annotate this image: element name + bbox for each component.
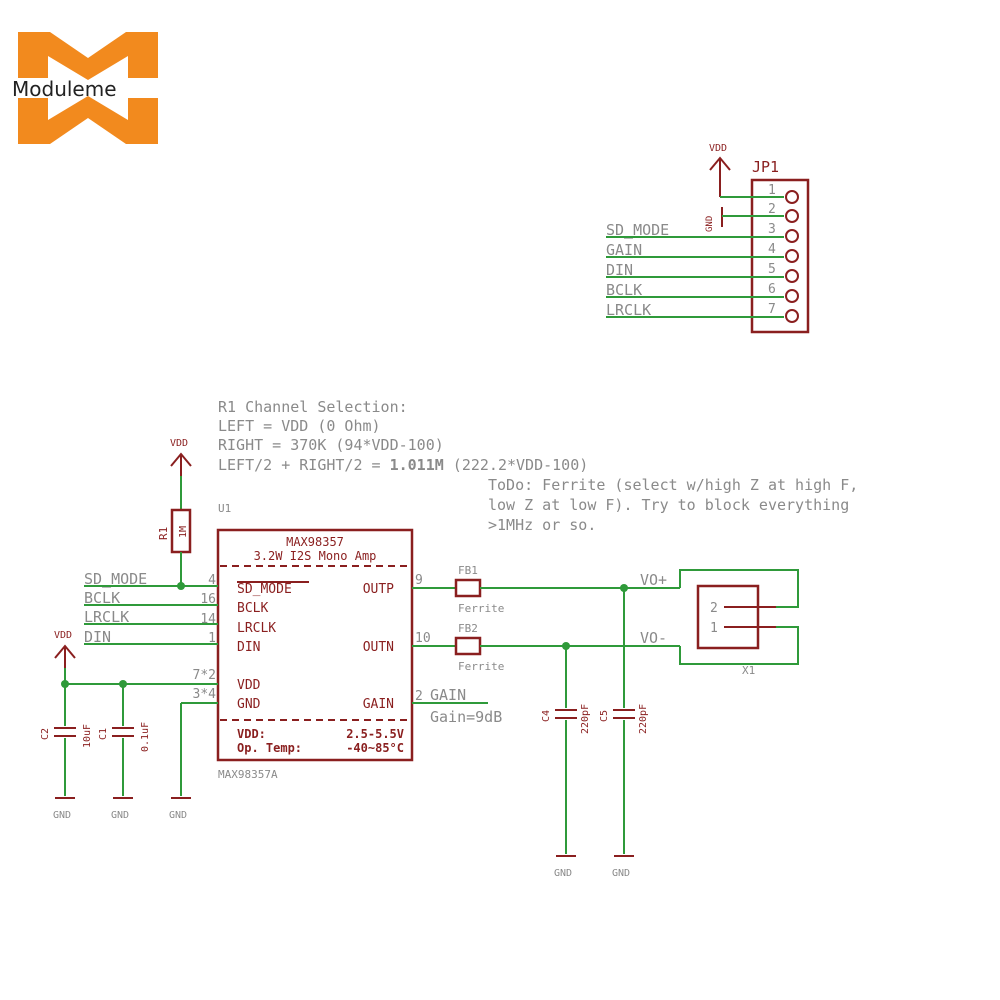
jp1-net-bclk: BCLK (606, 281, 642, 299)
u1-spec-vdd-value: 2.5-5.5V (346, 727, 404, 741)
net-vo-minus: VO- (640, 629, 667, 647)
c2-value: 10uF (82, 724, 93, 748)
vdd-decoupling: VDD C2 10uF GND C1 0.1uF GND GND (40, 630, 218, 821)
fb2-value: Ferrite (458, 660, 504, 673)
vdd-left-label: VDD (54, 630, 72, 641)
jp1-pin-6: 6 (768, 282, 776, 297)
jp1-net-din: DIN (606, 261, 633, 279)
logo-text: Moduleme (12, 77, 117, 101)
jp1-connector: JP1 VDD GND 1 2 3 4 5 6 7 (606, 143, 810, 334)
u1-num-3x4: 3*4 (193, 687, 217, 702)
c1-value: 0.1uF (140, 722, 151, 752)
r1-vdd-label: VDD (170, 438, 188, 449)
x1-pin-1: 1 (710, 621, 718, 636)
u1-pin-outp: OUTP (363, 582, 394, 597)
note-r1-mix: LEFT/2 + RIGHT/2 = 1.011M (222.2*VDD-100… (218, 456, 588, 474)
u1-num-7x2: 7*2 (193, 668, 216, 683)
u1-pin-outn: OUTN (363, 640, 394, 655)
jp1-gnd-label: GND (705, 216, 715, 232)
u1-num-1: 1 (208, 631, 216, 646)
u1-spec-temp-label: Op. Temp: (237, 741, 302, 755)
u1-gnd-label: GND (169, 810, 187, 821)
u1-pin-bclk: BCLK (237, 601, 268, 616)
jp1-pin-7: 7 (768, 302, 776, 317)
fb1-ref: FB1 (458, 564, 478, 577)
u1-num-10: 10 (415, 631, 431, 646)
c1-gnd-label: GND (111, 810, 129, 821)
x1-body (696, 584, 760, 650)
net-label-din: DIN (84, 628, 111, 646)
jp1-net-sd-mode: SD_MODE (606, 221, 669, 239)
u1-pin-gain: GAIN (363, 697, 394, 712)
u1-spec-temp-value: -40~85°C (346, 741, 404, 755)
u1-value: MAX98357A (218, 768, 278, 781)
u1-pin-vdd: VDD (237, 678, 261, 693)
jp1-pin-2: 2 (768, 202, 776, 217)
note-r1-right: RIGHT = 370K (94*VDD-100) (218, 436, 444, 454)
jp1-label: JP1 (752, 158, 779, 176)
u1-part: MAX98357 (286, 535, 344, 549)
c4-gnd-label: GND (554, 868, 572, 879)
jp1-pin-4: 4 (768, 242, 776, 257)
u1-desc: 3.2W I2S Mono Amp (254, 549, 377, 563)
jp1-pin-5: 5 (768, 262, 776, 277)
c5-gnd-label: GND (612, 868, 630, 879)
u1-ref: U1 (218, 502, 231, 515)
r1-value: 1M (178, 526, 189, 538)
c2-gnd-label: GND (53, 810, 71, 821)
fb1-value: Ferrite (458, 602, 504, 615)
note-r1-title: R1 Channel Selection: (218, 398, 408, 416)
c5-ref: C5 (599, 710, 610, 722)
jp1-pin-1: 1 (768, 183, 776, 198)
net-label-lrclk: LRCLK (84, 608, 129, 626)
u1-num-4: 4 (208, 573, 216, 588)
fb2-ref: FB2 (458, 622, 478, 635)
logo-m-shape (18, 32, 158, 80)
moduleme-logo: Moduleme (12, 32, 158, 144)
net-vo-plus: VO+ (640, 571, 667, 589)
u1-spec-vdd-label: VDD: (237, 727, 266, 741)
gain-note: Gain=9dB (430, 708, 502, 726)
u1-num-9: 9 (415, 573, 423, 588)
r1-channel-note: R1 Channel Selection: LEFT = VDD (0 Ohm)… (218, 398, 588, 474)
u1-pin-din: DIN (237, 640, 260, 655)
r1-ref: R1 (157, 527, 170, 540)
logo-w-shape (18, 96, 158, 144)
c2-ref: C2 (40, 728, 51, 740)
jp1-net-lrclk: LRCLK (606, 301, 651, 319)
u1-num-16: 16 (200, 592, 216, 607)
jp1-net-gain: GAIN (606, 241, 642, 259)
c4-value: 220pF (580, 704, 591, 734)
u1-input-wires: SD_MODE BCLK LRCLK DIN (84, 570, 218, 646)
output-filter: FB1 Ferrite VO+ FB2 Ferrite VO- GAIN Gai… (412, 564, 680, 879)
note-r1-left: LEFT = VDD (0 Ohm) (218, 417, 381, 435)
u1-amplifier: U1 MAX98357 3.2W I2S Mono Amp SD_MODE BC… (193, 502, 431, 781)
x1-speaker-connector: 2 1 X1 (679, 569, 799, 677)
fb2-body (454, 636, 482, 656)
x1-pin-2: 2 (710, 601, 718, 616)
u1-pin-gnd: GND (237, 697, 261, 712)
note-todo-3: >1MHz or so. (488, 516, 596, 534)
r1-resistor: VDD R1 1M (157, 438, 192, 586)
jp1-pin-3: 3 (768, 222, 776, 237)
u1-pin-sd-mode: SD_MODE (237, 582, 292, 597)
u1-num-2: 2 (415, 689, 423, 704)
c1-ref: C1 (98, 728, 109, 740)
c4-ref: C4 (541, 710, 552, 722)
todo-note: ToDo: Ferrite (select w/high Z at high F… (488, 476, 858, 534)
u1-pin-lrclk: LRCLK (237, 621, 276, 636)
fb1-body (454, 578, 482, 598)
jp1-vdd-label: VDD (709, 143, 727, 154)
note-todo-1: ToDo: Ferrite (select w/high Z at high F… (488, 476, 858, 494)
net-label-sd-mode: SD_MODE (84, 570, 147, 588)
net-label-bclk: BCLK (84, 589, 120, 607)
c5-value: 220pF (638, 704, 649, 734)
net-label-gain: GAIN (430, 686, 466, 704)
note-todo-2: low Z at low F). Try to block everything (488, 496, 849, 514)
x1-ref: X1 (742, 664, 755, 677)
